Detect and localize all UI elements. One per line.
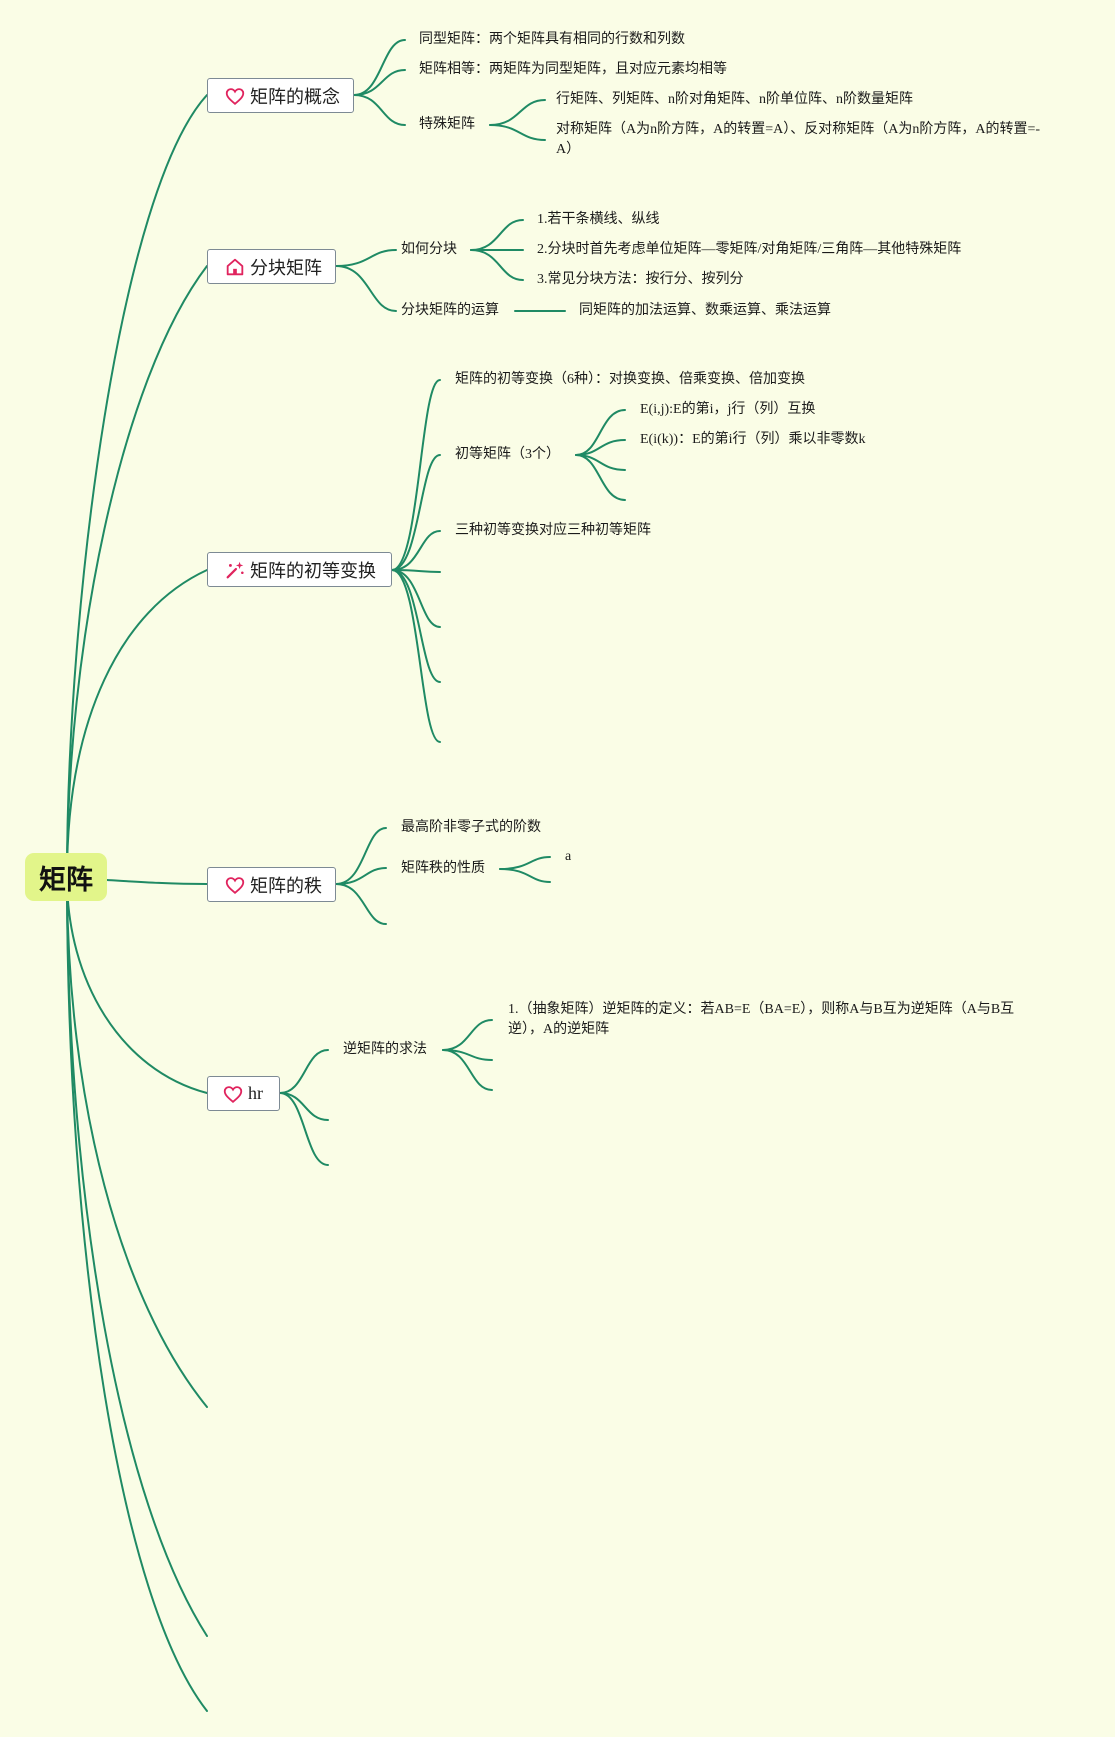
node-special-matrix[interactable]: 特殊矩阵 (419, 117, 475, 132)
heart-icon (224, 874, 246, 896)
home-icon (224, 256, 246, 278)
topic-matrix-concept[interactable]: 矩阵的概念 (207, 78, 354, 113)
heart-icon (222, 1083, 244, 1105)
topic-hr[interactable]: hr (207, 1076, 280, 1111)
topic-matrix-rank[interactable]: 矩阵的秩 (207, 867, 336, 902)
node-same-type-matrix[interactable]: 同型矩阵：两个矩阵具有相同的行数和列数 (419, 32, 685, 47)
node-block-step-2[interactable]: 2.分块时首先考虑单位矩阵—零矩阵/对角矩阵/三角阵—其他特殊矩阵 (537, 242, 962, 257)
sparkle-wand-icon (224, 559, 246, 581)
node-inverse-method[interactable]: 逆矩阵的求法 (343, 1042, 427, 1057)
node-block-operations[interactable]: 分块矩阵的运算 (401, 303, 499, 318)
node-how-to-block[interactable]: 如何分块 (401, 242, 457, 257)
node-inverse-definition[interactable]: 1.（抽象矩阵）逆矩阵的定义：若AB=E（BA=E），则称A与B互为逆矩阵（A与… (508, 1002, 1015, 1037)
topic-label: 矩阵的秩 (250, 875, 322, 897)
node-elementary-matrix-scale[interactable]: E(i(k))：E的第i行（列）乘以非零数k (640, 432, 866, 447)
node-rank-property-a[interactable]: a (565, 849, 572, 864)
topic-elementary-transform[interactable]: 矩阵的初等变换 (207, 552, 392, 587)
node-special-row-col[interactable]: 行矩阵、列矩阵、n阶对角矩阵、n阶单位阵、n阶数量矩阵 (556, 92, 913, 107)
node-block-step-1[interactable]: 1.若干条横线、纵线 (537, 212, 660, 227)
node-elementary-matrix-swap[interactable]: E(i,j):E的第i，j行（列）互换 (640, 402, 816, 417)
node-special-symmetric[interactable]: 对称矩阵（A为n阶方阵，A的转置=A）、反对称矩阵（A为n阶方阵，A的转置=-A… (556, 122, 1041, 157)
node-elementary-matrix[interactable]: 初等矩阵（3个） (455, 447, 560, 462)
topic-label: 矩阵的初等变换 (250, 560, 376, 582)
node-elementary-transform-types[interactable]: 矩阵的初等变换（6种）：对换变换、倍乘变换、倍加变换 (455, 372, 805, 387)
node-transform-correspondence[interactable]: 三种初等变换对应三种初等矩阵 (455, 523, 651, 538)
node-block-step-3[interactable]: 3.常见分块方法：按行分、按列分 (537, 272, 744, 287)
topic-label: hr (248, 1083, 263, 1103)
topic-block-matrix[interactable]: 分块矩阵 (207, 249, 336, 284)
node-rank-definition[interactable]: 最高阶非零子式的阶数 (401, 820, 541, 835)
topic-label: 分块矩阵 (250, 257, 322, 279)
root-topic[interactable]: 矩阵 (25, 853, 107, 901)
node-block-operations-detail[interactable]: 同矩阵的加法运算、数乘运算、乘法运算 (579, 303, 831, 318)
node-rank-properties[interactable]: 矩阵秩的性质 (401, 861, 485, 876)
topic-label: 矩阵的概念 (250, 86, 340, 108)
node-matrix-equal[interactable]: 矩阵相等：两矩阵为同型矩阵，且对应元素均相等 (419, 62, 727, 77)
heart-icon (224, 85, 246, 107)
